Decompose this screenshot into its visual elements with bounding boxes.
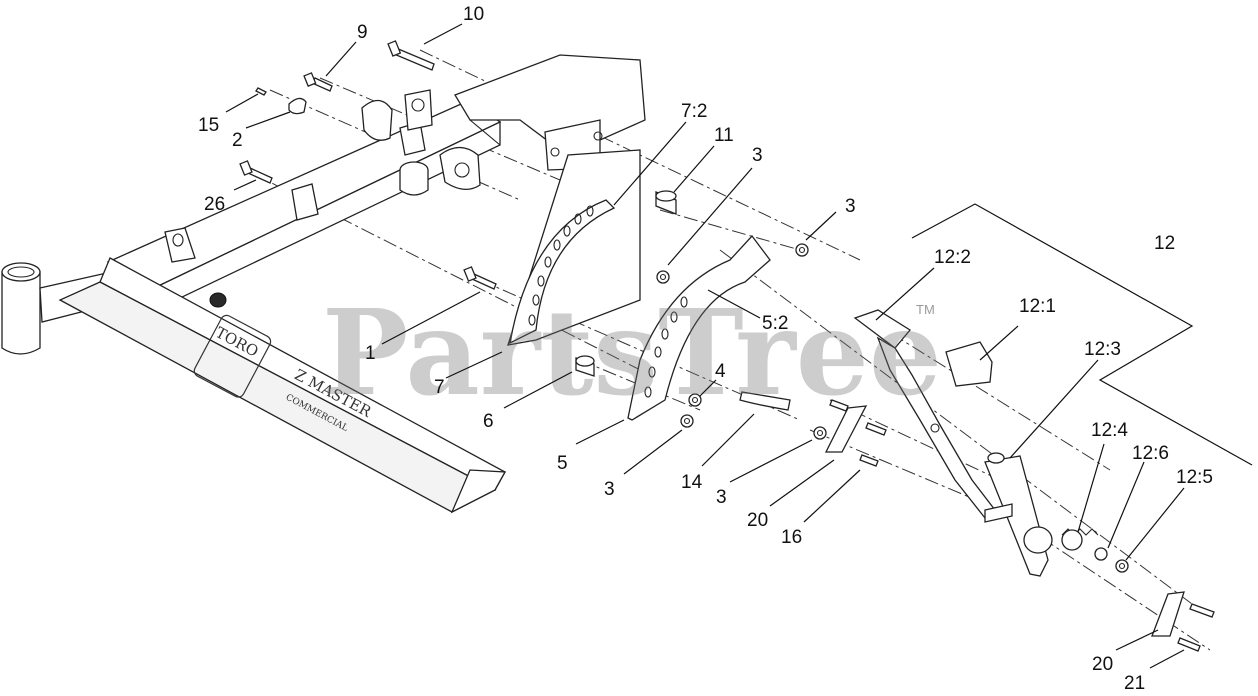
callout-21: 21 xyxy=(1124,673,1145,694)
callout-5-2: 5:2 xyxy=(762,313,788,334)
watermark-text: PartsTree xyxy=(322,283,942,422)
callout-7: 7 xyxy=(434,377,445,398)
callout-14: 14 xyxy=(681,472,703,493)
callout-12: 12 xyxy=(1154,233,1175,254)
callout-2: 2 xyxy=(232,130,243,151)
pedal-assembly xyxy=(853,309,1053,577)
callout-26: 26 xyxy=(204,194,225,215)
callout-3c: 3 xyxy=(604,479,615,500)
callout-5: 5 xyxy=(557,453,568,474)
callout-3b: 3 xyxy=(845,196,856,217)
watermark-trademark: TM xyxy=(916,302,935,317)
callout-20a: 20 xyxy=(747,510,768,531)
callout-12-1: 12:1 xyxy=(1019,296,1056,317)
callout-4: 4 xyxy=(715,361,726,382)
callout-6: 6 xyxy=(483,411,494,432)
callout-3a: 3 xyxy=(752,145,763,166)
callout-15: 15 xyxy=(198,115,219,136)
callout-12-4: 12:4 xyxy=(1091,420,1128,441)
watermark: PartsTree TM xyxy=(322,283,942,422)
leader-lines xyxy=(225,23,1185,669)
callout-9: 9 xyxy=(357,22,368,43)
callout-3d: 3 xyxy=(716,487,727,508)
main-frame xyxy=(1,54,646,514)
callout-labels: 10 9 15 2 26 7:2 11 3 3 12 12:2 12:1 5:2… xyxy=(198,4,1213,694)
callout-10: 10 xyxy=(463,4,484,25)
callout-12-2: 12:2 xyxy=(934,247,971,268)
callout-16: 16 xyxy=(781,527,802,548)
group-12-bracket xyxy=(911,203,1253,466)
callout-12-3: 12:3 xyxy=(1084,339,1121,360)
callout-12-6: 12:6 xyxy=(1132,443,1169,464)
hardware xyxy=(239,40,1215,652)
callout-11: 11 xyxy=(714,125,734,146)
hinge-plates xyxy=(507,149,771,421)
callout-7-2: 7:2 xyxy=(681,101,707,122)
callout-1: 1 xyxy=(365,343,376,364)
callout-12-5: 12:5 xyxy=(1176,467,1213,488)
callout-20b: 20 xyxy=(1092,654,1113,675)
